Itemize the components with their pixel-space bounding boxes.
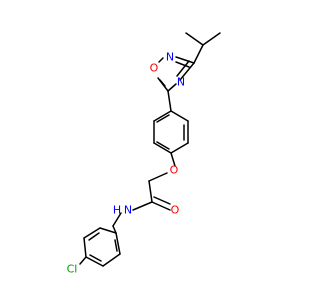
bond xyxy=(83,227,101,239)
bond xyxy=(112,212,122,227)
bond xyxy=(170,142,189,154)
chlorophenyl-ring xyxy=(83,227,121,267)
bond xyxy=(153,110,172,122)
bond xyxy=(158,57,164,63)
bond xyxy=(88,232,100,241)
bond xyxy=(83,237,87,258)
bond xyxy=(112,225,117,234)
bond xyxy=(176,60,190,77)
atom-oxygen-ether-label: O xyxy=(170,164,179,177)
bond xyxy=(153,142,172,154)
bond xyxy=(159,79,166,87)
bond xyxy=(99,227,117,234)
bond xyxy=(156,114,170,123)
atom-hydrogen-amide-label: H xyxy=(113,204,121,217)
bond xyxy=(151,201,171,211)
molecule-structure: Cl N H O O O N N xyxy=(67,32,221,276)
phenylene-ring xyxy=(153,110,189,154)
bond xyxy=(148,172,168,182)
atom-chlorine-label: Cl xyxy=(67,263,78,276)
bond xyxy=(79,256,87,265)
bond xyxy=(175,61,190,68)
bond xyxy=(115,232,121,255)
bond xyxy=(175,56,195,64)
bond xyxy=(167,83,177,92)
oxadiazole-ring xyxy=(157,56,195,92)
bond xyxy=(170,110,189,122)
atom-oxygen-ring-label: O xyxy=(150,62,159,75)
bond xyxy=(202,32,221,46)
bond xyxy=(156,141,170,150)
bond xyxy=(89,254,102,262)
bond xyxy=(153,196,171,205)
atom-nitrogen-ring-top-label: N xyxy=(166,51,174,64)
bond xyxy=(179,62,195,81)
bond xyxy=(114,239,118,252)
bond xyxy=(170,152,176,167)
bond xyxy=(185,32,204,46)
atom-nitrogen-ring-right-label: N xyxy=(177,76,185,89)
bond xyxy=(148,180,153,203)
bond xyxy=(102,253,121,267)
bond xyxy=(132,201,153,211)
isopropyl-group xyxy=(185,32,221,64)
bond xyxy=(193,44,204,64)
bond xyxy=(167,90,172,112)
atom-oxygen-carbonyl-label: O xyxy=(171,204,180,217)
atom-nitrogen-amide-label: N xyxy=(124,204,132,217)
bond xyxy=(85,256,104,267)
